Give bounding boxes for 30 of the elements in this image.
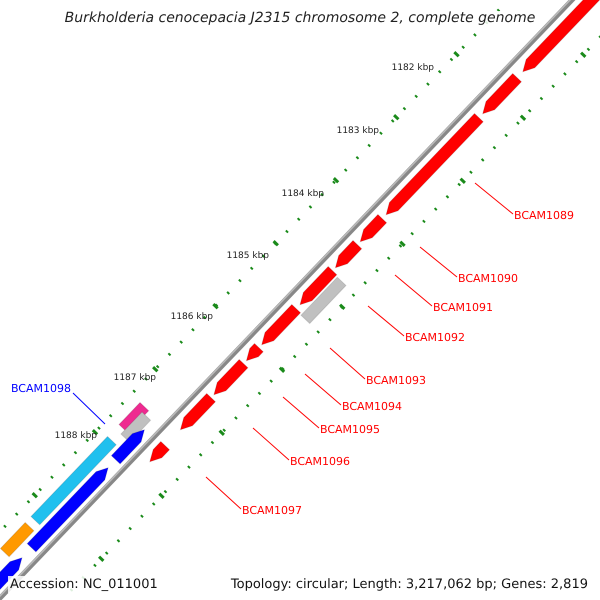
scale-label: 1182 kbp [392, 64, 434, 72]
leader-line [72, 392, 106, 424]
scale-label: 1184 kbp [282, 190, 324, 198]
title: Burkholderia cenocepacia J2315 chromosome 2, complete genome [64, 11, 536, 25]
scale-label: 1187 kbp [114, 374, 156, 382]
leader-line [368, 306, 404, 336]
gene-label: BCAM1090 [458, 272, 518, 284]
leader-line [474, 182, 514, 214]
gene-label: BCAM1091 [433, 302, 494, 312]
leader-line [394, 274, 432, 306]
leader-line [252, 428, 290, 460]
gene-label: BCAM1094 [342, 400, 402, 412]
gene-label: BCAM1089 [514, 210, 574, 220]
genome-info-text: Topology: circular; Length: 3,217,062 bp; Genes: 2,819 [228, 576, 590, 592]
accession-text: Accession: NC_011001 [8, 576, 160, 592]
scale-label: 1185 kbp [226, 252, 269, 260]
gene-label: BCAM1096 [290, 456, 350, 466]
gene-label: BCAM1097 [242, 504, 302, 516]
gene-label: BCAM1098 [10, 382, 71, 394]
scale-label: 1186 kbp [170, 312, 213, 322]
scale-label: 1188 kbp [54, 432, 97, 440]
leader-line [206, 476, 242, 510]
gene-label: BCAM1093 [366, 374, 426, 386]
leader-line [282, 396, 320, 428]
gene-label: BCAM1092 [405, 332, 466, 342]
leader-line [304, 374, 342, 406]
leader-line [420, 246, 458, 278]
gene-label: BCAM1095 [320, 424, 380, 434]
scale-label: 1183 kbp [336, 126, 379, 136]
leader-line [330, 348, 366, 380]
